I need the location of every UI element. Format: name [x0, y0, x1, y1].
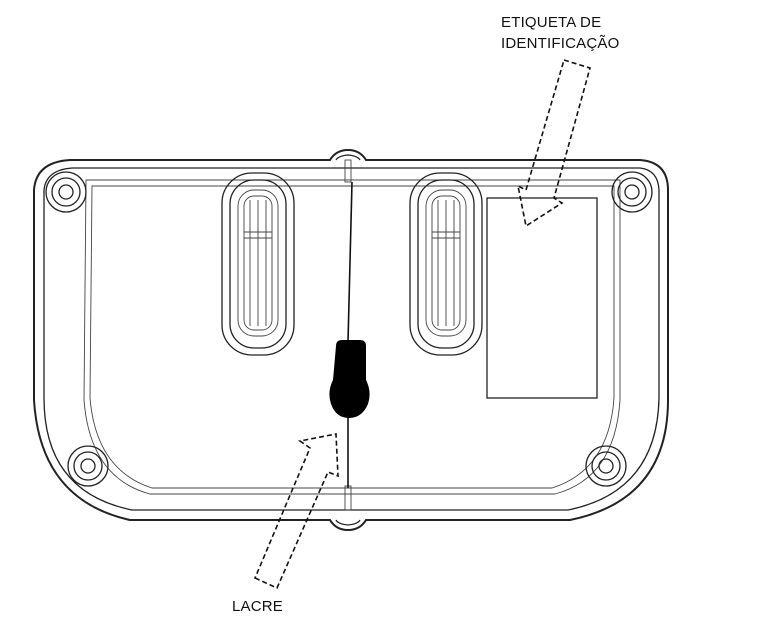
screw-bottom-right	[585, 445, 627, 487]
arrow-to-identification-label	[516, 58, 591, 228]
identification-label-text-line1: ETIQUETA DE	[501, 14, 602, 31]
mounting-slot-right	[409, 172, 483, 356]
bottom-tab	[335, 485, 361, 526]
seal	[329, 340, 370, 418]
seal-assembly	[329, 181, 370, 488]
screw-top-left	[45, 171, 87, 213]
seal-label-text: LACRE	[232, 598, 284, 615]
device-housing	[33, 148, 669, 532]
mounting-slot-left	[221, 172, 295, 356]
top-tab	[335, 154, 361, 183]
screw-bottom-left	[67, 445, 109, 487]
seal-wire-upper	[347, 181, 353, 343]
identification-label-text-line2: IDENTIFICAÇÃO	[501, 35, 620, 52]
screw-top-right	[611, 171, 653, 213]
arrow-to-seal	[253, 433, 339, 590]
identification-label-area	[486, 197, 598, 399]
